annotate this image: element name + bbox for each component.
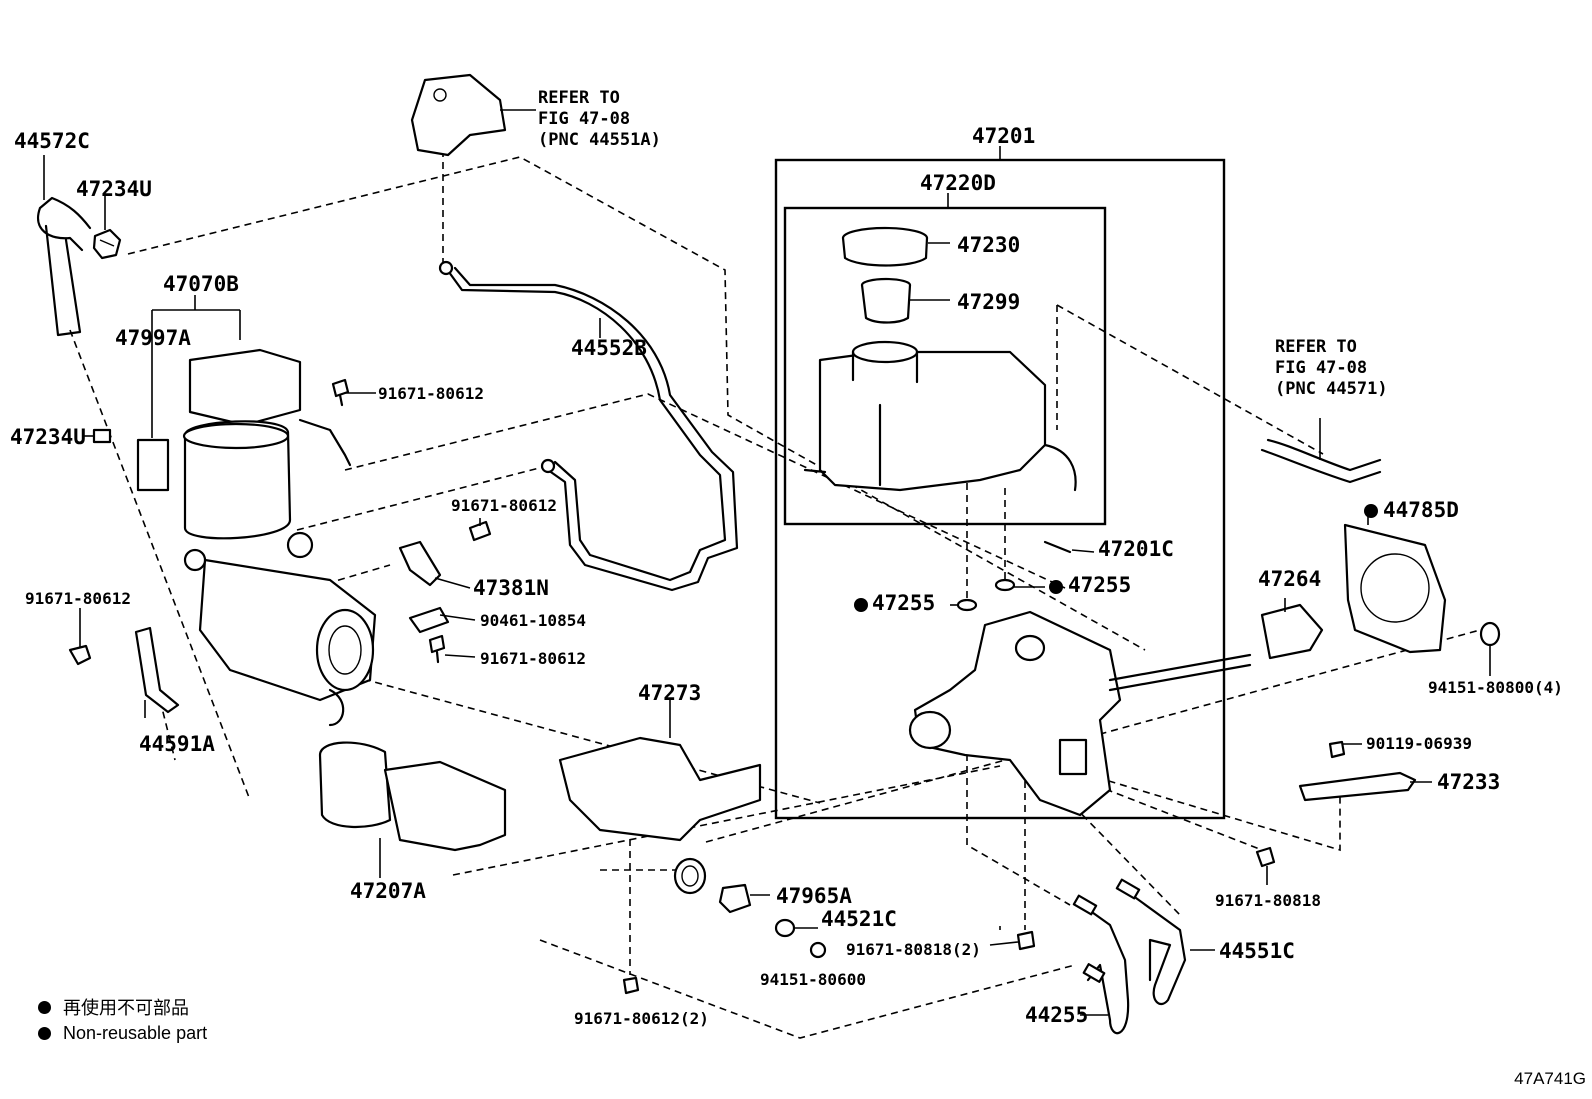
label-47381N: 47381N bbox=[473, 576, 549, 600]
nonreusable-dot-47255-b bbox=[1049, 580, 1063, 594]
bolt-91671-80818 bbox=[1255, 846, 1276, 868]
label-44521C: 44521C bbox=[821, 907, 897, 931]
nonreusable-dot-47255-a bbox=[854, 598, 868, 612]
clamp-90461 bbox=[408, 606, 450, 634]
reservoir-47220D bbox=[803, 340, 1077, 492]
label-47264: 47264 bbox=[1258, 567, 1321, 591]
brake-tube-44552B bbox=[438, 260, 739, 592]
label-91671-80612-d: 91671-80612 bbox=[480, 649, 586, 668]
refer-top-line-1: REFER TO bbox=[538, 88, 620, 108]
refer-right-line-3: (PNC 44571) bbox=[1275, 379, 1388, 399]
part-44521C bbox=[774, 918, 796, 938]
pump-assembly-47070B bbox=[182, 348, 377, 727]
label-44591A: 44591A bbox=[139, 732, 215, 756]
label-47201: 47201 bbox=[972, 124, 1035, 148]
label-47273: 47273 bbox=[638, 681, 701, 705]
label-91671-80612x2: 91671-80612(2) bbox=[574, 1009, 709, 1028]
label-47207A: 47207A bbox=[350, 879, 426, 903]
figure-id: 47A741G bbox=[1514, 1069, 1586, 1088]
label-47299: 47299 bbox=[957, 290, 1020, 314]
bolt-91671-c bbox=[331, 378, 350, 407]
legend-dot-icon bbox=[38, 1026, 51, 1040]
nut-94151-80800 bbox=[1479, 621, 1501, 647]
sensor-44551C bbox=[1115, 878, 1187, 1006]
part-labels: 44572C 47234U 47070B 47997A 47234U 91671… bbox=[10, 88, 1563, 1028]
dashed-leaders bbox=[69, 150, 1481, 1039]
bolt-91671-80612x2 bbox=[622, 976, 640, 995]
label-47234U-left: 47234U bbox=[10, 425, 86, 449]
legend-row-jp: 再使用不可部品 bbox=[38, 994, 207, 1020]
label-47965A: 47965A bbox=[776, 884, 852, 908]
master-cylinder-booster bbox=[908, 610, 1252, 817]
label-91671-80818x2: 91671-80818(2) bbox=[846, 940, 981, 959]
part-47965A bbox=[718, 883, 752, 914]
gasket-47997A bbox=[136, 438, 170, 492]
hose-refer-right bbox=[1260, 438, 1382, 484]
refer-top-line-3: (PNC 44551A) bbox=[538, 130, 661, 150]
bracket-44591A bbox=[134, 626, 180, 714]
legend-row-en: Non-reusable part bbox=[38, 1020, 207, 1046]
refer-right-line-1: REFER TO bbox=[1275, 337, 1357, 357]
part-94151-80600 bbox=[809, 941, 827, 959]
grommet-47255-b bbox=[994, 578, 1016, 592]
label-47234U-top: 47234U bbox=[76, 177, 152, 201]
bracket-47381N bbox=[398, 540, 442, 587]
label-47070B: 47070B bbox=[163, 272, 239, 296]
legend-text-en: Non-reusable part bbox=[63, 1022, 208, 1043]
label-44551C: 44551C bbox=[1219, 939, 1295, 963]
label-47233: 47233 bbox=[1437, 770, 1500, 794]
label-leaders bbox=[43, 109, 1491, 1016]
bolt-91671-d bbox=[428, 634, 446, 664]
label-91671-80818: 91671-80818 bbox=[1215, 891, 1321, 910]
bolt-91671-a bbox=[68, 644, 92, 666]
label-91671-80612-b: 91671-80612 bbox=[451, 496, 557, 515]
strainer-47299 bbox=[860, 277, 912, 324]
clip-47234U-top bbox=[92, 228, 122, 260]
bolt-91671-80818x2 bbox=[1016, 930, 1036, 951]
label-47201C: 47201C bbox=[1098, 537, 1174, 561]
label-47255-a: 47255 bbox=[872, 591, 935, 615]
motor-47207A bbox=[318, 741, 507, 852]
clip-47234U-left bbox=[92, 428, 112, 444]
label-47220D: 47220D bbox=[920, 171, 996, 195]
label-91671-80612-a: 91671-80612 bbox=[25, 589, 131, 608]
label-90119-06939: 90119-06939 bbox=[1366, 734, 1472, 753]
label-47255-b: 47255 bbox=[1068, 573, 1131, 597]
refer-right-line-2: FIG 47-08 bbox=[1275, 358, 1367, 378]
legend-text-jp: 再使用不可部品 bbox=[63, 998, 189, 1018]
hose-44572C bbox=[37, 196, 92, 337]
gasket-44785D bbox=[1343, 523, 1447, 654]
sensor-44255 bbox=[1072, 894, 1130, 1035]
nonreusable-dot-44785D bbox=[1364, 504, 1378, 518]
label-90461-10854: 90461-10854 bbox=[480, 611, 586, 630]
bracket-47233 bbox=[1298, 771, 1417, 802]
bracket-refer-top bbox=[410, 73, 507, 157]
refer-top-line-2: FIG 47-08 bbox=[538, 109, 630, 129]
label-47230: 47230 bbox=[957, 233, 1020, 257]
label-91671-80612-c: 91671-80612 bbox=[378, 384, 484, 403]
label-47997A: 47997A bbox=[115, 326, 191, 350]
legend: 再使用不可部品 Non-reusable part bbox=[38, 994, 207, 1046]
label-94151-80600: 94151-80600 bbox=[760, 970, 866, 989]
pin-47201C bbox=[1043, 540, 1072, 554]
label-44785D: 44785D bbox=[1383, 498, 1459, 522]
clip-47264 bbox=[1260, 603, 1324, 660]
grommet-47255-a bbox=[956, 598, 978, 612]
legend-dot-icon bbox=[38, 1000, 51, 1014]
label-94151-80800x4: 94151-80800(4) bbox=[1428, 678, 1563, 697]
label-44255: 44255 bbox=[1025, 1003, 1088, 1027]
reservoir-cap-47230 bbox=[841, 226, 929, 267]
bracket-47273 bbox=[558, 736, 762, 895]
label-44552B: 44552B bbox=[571, 336, 647, 360]
assembly-box-47220D bbox=[783, 206, 1107, 526]
bolt-90119 bbox=[1328, 740, 1346, 759]
label-44572C: 44572C bbox=[14, 129, 90, 153]
